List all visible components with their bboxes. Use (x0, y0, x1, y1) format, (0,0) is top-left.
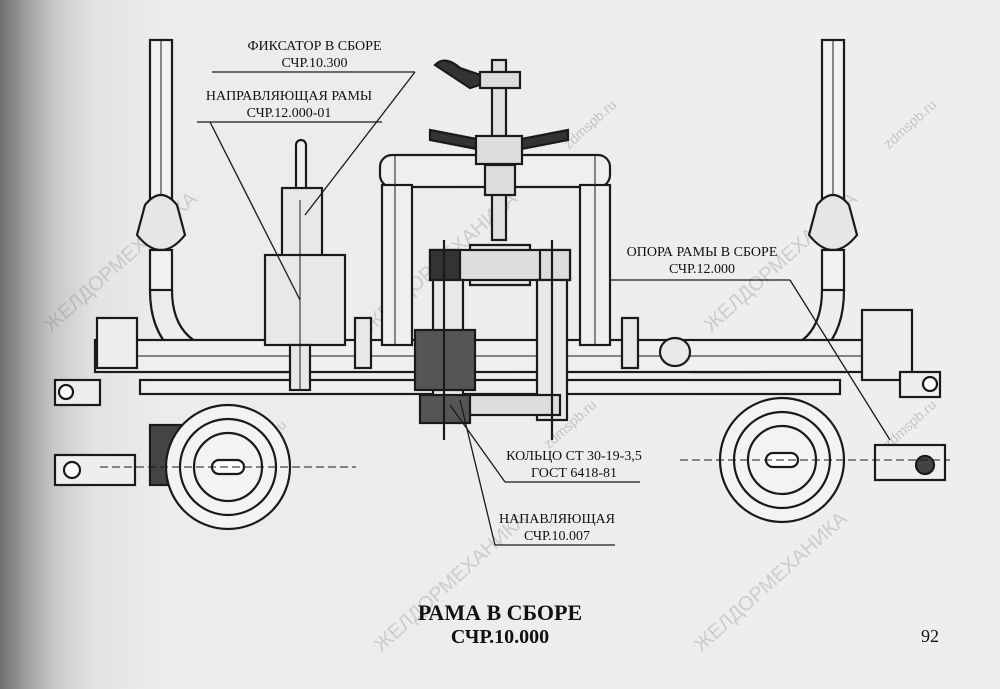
callout-frame-support: ОПОРА РАМЫ В СБОРЕ СЧР.12.000 (612, 244, 792, 278)
drawing-code: СЧР.10.000 (450, 626, 550, 648)
leader-lines (197, 71, 891, 546)
callout-fixator: ФИКСАТОР В СБОРЕ СЧР.10.300 (212, 38, 417, 72)
callout-frame-guide: НАПРАВЛЯЮЩАЯ РАМЫ СЧР.12.000-01 (193, 88, 385, 122)
left-wheel (100, 403, 356, 531)
right-wheel (680, 396, 950, 524)
callout-ring: КОЛЬЦО СТ 30-19-3,5 ГОСТ 6418-81 (506, 448, 642, 482)
page-number: 92 (921, 626, 939, 646)
callout-frame-guide-code: СЧР.12.000-01 (246, 106, 332, 121)
right-handle-tube (690, 38, 859, 374)
drawing-title: РАМА В СБОРЕ (417, 600, 583, 625)
central-clamp-block (413, 240, 572, 440)
callout-guide-name: НАПАВЛЯЮЩАЯ (498, 512, 616, 527)
callout-ring-name: КОЛЬЦО СТ 30-19-3,5 (506, 449, 642, 464)
main-frame-tubes (93, 338, 907, 396)
callout-guide-code: СЧР.10.007 (523, 529, 591, 544)
callout-fixator-name: ФИКСАТОР В СБОРЕ (247, 39, 382, 54)
right-end-bracket (860, 308, 947, 482)
callout-ring-standard: ГОСТ 6418-81 (530, 466, 618, 481)
callout-fixator-code: СЧР.10.300 (281, 56, 348, 71)
callout-frame-support-name: ОПОРА РАМЫ В СБОРЕ (626, 245, 778, 260)
fixator-assembly (263, 138, 347, 392)
callout-frame-guide-name: НАПРАВЛЯЮЩАЯ РАМЫ (205, 89, 373, 104)
callout-guide: НАПАВЛЯЮЩАЯ СЧР.10.007 (498, 511, 616, 545)
callout-frame-support-code: СЧР.12.000 (668, 262, 736, 277)
